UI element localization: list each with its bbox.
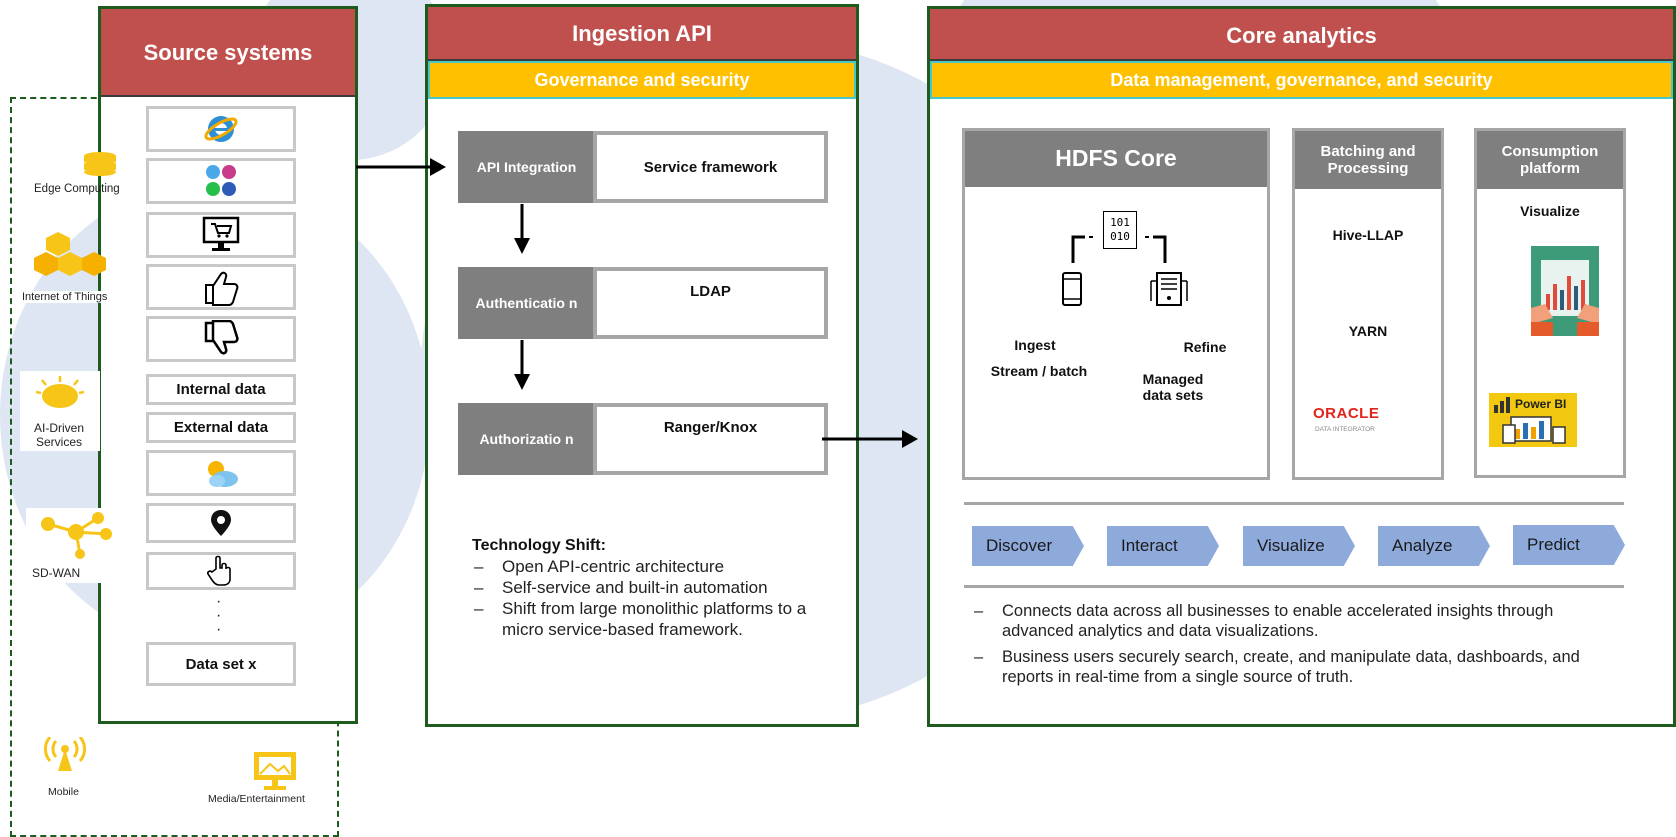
ai-services-label: AI-Driven Services	[33, 421, 84, 449]
hand-pointer-icon	[207, 555, 231, 586]
consumption-platform-card: Consumption platform Visualize Power BI	[1474, 128, 1626, 478]
list-item: Open API-centric architecture	[472, 556, 852, 577]
list-item: Business users securely search, create, …	[972, 647, 1622, 687]
server-refine-icon	[1150, 272, 1188, 306]
power-bi-icon	[1494, 397, 1510, 413]
list-item: Connects data across all businesses to e…	[972, 601, 1622, 641]
thumbs-down-icon	[204, 320, 239, 355]
authorization-label: Authorizatio n	[458, 403, 595, 475]
data-flow-bracket-icon	[1071, 235, 1167, 263]
thumbs-up-icon	[205, 271, 239, 306]
stage-analyze: Analyze	[1378, 526, 1490, 566]
power-bi-label: Power BI	[1515, 397, 1567, 411]
flow-arrow-down	[514, 204, 530, 254]
flow-arrow-ingestion-to-core	[822, 430, 918, 448]
authentication-label: Authenticatio n	[458, 267, 595, 339]
source-systems-title: Source systems	[101, 9, 355, 97]
core-analytics-title: Core analytics	[930, 9, 1673, 61]
location-icon-box	[146, 503, 296, 543]
batching-processing-title: Batching and Processing	[1295, 131, 1441, 189]
social-media-icon	[206, 165, 236, 196]
like-icon-box	[146, 264, 296, 310]
ranger-knox-text: Ranger/Knox	[663, 419, 758, 436]
location-pin-icon	[211, 510, 231, 536]
weather-icon-box	[146, 450, 296, 496]
divider	[964, 585, 1624, 588]
ranger-knox-box: Ranger/Knox	[593, 403, 828, 475]
ingestion-api-title: Ingestion API	[428, 7, 856, 61]
sdwan-label: SD-WAN	[32, 566, 81, 580]
browser-icon	[204, 116, 238, 142]
internal-data-box: Internal data	[146, 374, 296, 405]
list-item: Self-service and built-in automation	[472, 577, 852, 598]
divider	[964, 502, 1624, 505]
mobile-signal-icon	[44, 737, 86, 771]
data-management-bar: Data management, governance, and securit…	[930, 61, 1673, 99]
mobile-label: Mobile	[48, 786, 79, 798]
external-data-box: External data	[146, 412, 296, 443]
ecommerce-icon-box	[146, 212, 296, 258]
stream-batch-label: Stream / batch	[990, 363, 1088, 379]
iot-label: Internet of Things	[20, 291, 110, 303]
batching-processing-card: Batching and Processing Hive-LLAP YARN O…	[1292, 128, 1444, 480]
stage-predict: Predict	[1513, 525, 1625, 565]
yarn-label: YARN	[1348, 323, 1388, 339]
api-integration-row: API Integration Service framework	[458, 131, 828, 203]
ldap-box: LDAP	[593, 267, 828, 339]
refine-label: Refine	[1183, 339, 1227, 355]
service-framework-box: Service framework	[593, 131, 828, 203]
sdwan-network-icon	[41, 512, 112, 559]
core-analytics-notes: Connects data across all businesses to e…	[972, 601, 1622, 687]
dashboard-tablet-icon	[1531, 246, 1599, 336]
iot-cubes-icon	[34, 232, 106, 276]
list-item: Shift from large monolithic platforms to…	[472, 598, 852, 640]
edge-computing-icon	[84, 152, 116, 176]
ingest-label: Ingest	[1014, 337, 1056, 353]
api-integration-label: API Integration	[458, 131, 595, 203]
click-icon-box	[146, 552, 296, 590]
browser-icon-box	[146, 106, 296, 152]
hdfs-core-card: HDFS Core 101 010 Ingest Stream / batch …	[962, 128, 1270, 480]
ingestion-api-panel: Ingestion API Governance and security AP…	[425, 4, 859, 727]
service-framework-text: Service framework	[643, 158, 778, 176]
consumption-platform-title: Consumption platform	[1477, 131, 1623, 189]
hdfs-core-title: HDFS Core	[965, 131, 1267, 187]
shopping-cart-monitor-icon	[202, 216, 240, 251]
edge-computing-label: Edge Computing	[34, 183, 120, 195]
authentication-row: Authenticatio n LDAP	[458, 267, 828, 339]
weather-icon	[208, 461, 238, 487]
dataset-box: Data set x	[146, 642, 296, 686]
oracle-logo: ORACLE	[1313, 405, 1380, 422]
hive-llap-label: Hive-LLAP	[1332, 227, 1404, 243]
technology-shift-title: Technology Shift:	[472, 537, 606, 554]
managed-data-sets-label: Managed data sets	[1142, 371, 1204, 403]
technology-shift-section: Technology Shift: Open API-centric archi…	[472, 535, 852, 640]
governance-security-bar: Governance and security	[428, 61, 856, 99]
stage-visualize: Visualize	[1243, 526, 1355, 566]
flow-arrow-down	[514, 340, 530, 390]
power-bi-devices-icon	[1502, 416, 1566, 444]
media-monitor-icon	[254, 752, 296, 790]
authorization-row: Authorizatio n Ranger/Knox	[458, 403, 828, 475]
flow-arrow-source-to-ingestion	[356, 158, 446, 176]
dislike-icon-box	[146, 316, 296, 362]
binary-data-icon: 101 010	[1103, 211, 1137, 249]
visualize-label: Visualize	[1520, 203, 1580, 219]
social-icons-box	[146, 158, 296, 204]
technology-shift-list: Open API-centric architecture Self-servi…	[472, 556, 852, 640]
stage-discover: Discover	[972, 526, 1084, 566]
ai-brain-icon	[35, 376, 85, 408]
oracle-subtitle: DATA INTEGRATOR	[1315, 426, 1375, 433]
ellipsis: · · ·	[216, 593, 222, 638]
media-label: Media/Entertainment	[208, 793, 305, 805]
mobile-device-icon	[1062, 272, 1082, 306]
stage-interact: Interact	[1107, 526, 1219, 566]
ldap-text: LDAP	[690, 283, 731, 300]
